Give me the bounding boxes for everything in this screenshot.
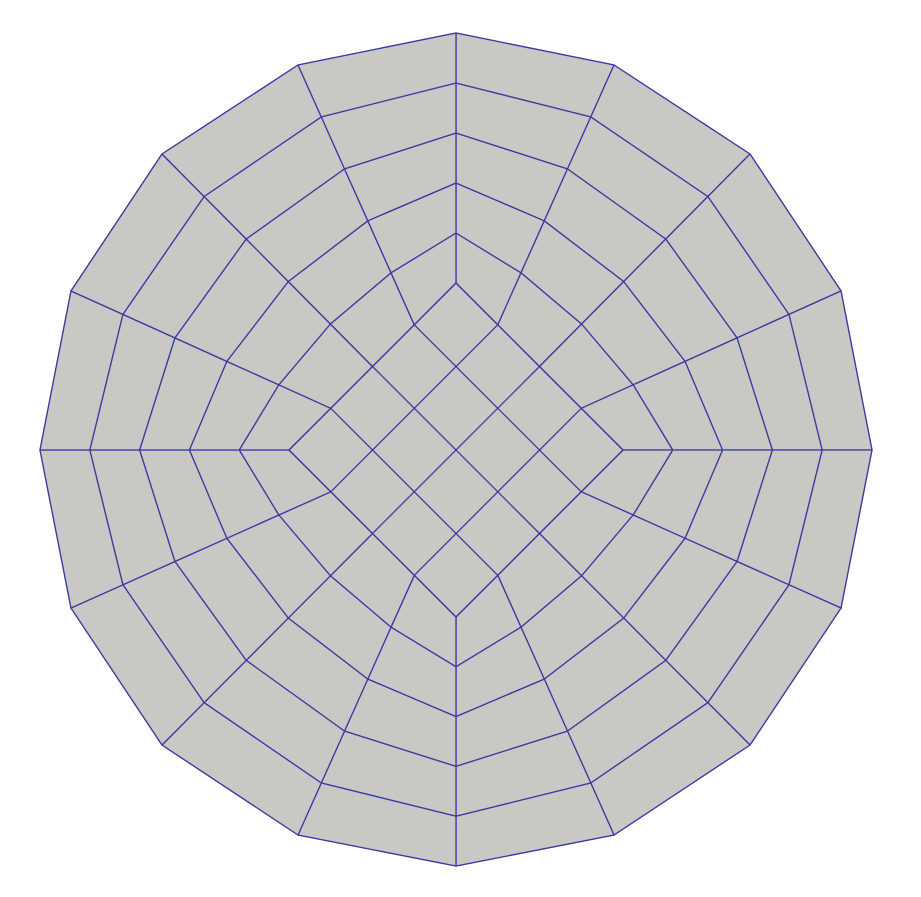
mesh-core-edge <box>372 366 540 534</box>
mesh-core-edge <box>455 282 624 451</box>
mesh-core-edge <box>413 407 582 576</box>
mesh-ring-cell <box>297 32 457 118</box>
mesh-core-edge <box>413 324 582 493</box>
mesh-core-edge <box>455 449 624 618</box>
